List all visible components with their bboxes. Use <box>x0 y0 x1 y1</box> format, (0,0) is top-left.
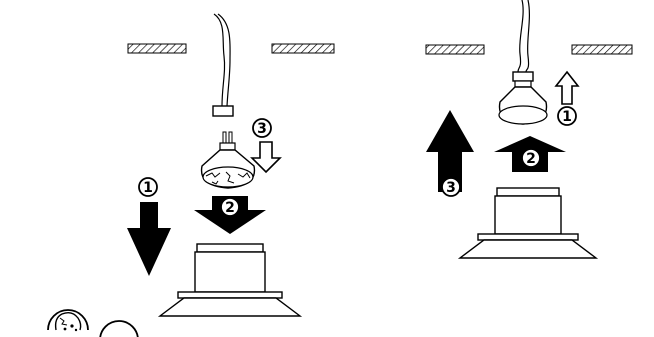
step-2-number: 2 <box>225 200 235 216</box>
supply-wires <box>213 13 231 107</box>
step-1-number: 1 <box>562 109 572 125</box>
step-2-number: 2 <box>526 151 536 167</box>
crack-lines <box>205 171 251 185</box>
step-2-badge: 2 <box>220 197 240 217</box>
step-3-badge: 3 <box>252 118 272 138</box>
step-3-up-arrow <box>426 110 474 192</box>
installation-panel: 1 3 2 <box>425 0 633 259</box>
step-3-number: 3 <box>446 180 456 196</box>
ceiling-right-segment <box>571 44 633 55</box>
step-1-badge: 1 <box>138 177 158 197</box>
no-touch-icon <box>99 320 139 337</box>
halogen-bulb <box>498 71 548 125</box>
step-1-up-arrow <box>554 70 580 105</box>
step-3-number: 3 <box>257 121 267 137</box>
step-1-down-arrow <box>127 202 171 276</box>
step-3-badge: 3 <box>441 177 461 197</box>
step-1-number: 1 <box>143 180 153 196</box>
bulb-pin <box>228 131 233 145</box>
ceiling-left-segment <box>425 44 485 55</box>
step-3-down-arrow <box>250 141 282 174</box>
fixture-housing <box>457 187 599 259</box>
step-1-badge: 1 <box>557 106 577 126</box>
fixture-housing <box>157 243 303 317</box>
ceiling-right-segment <box>271 43 335 54</box>
removal-panel: 3 1 2 <box>127 13 335 317</box>
halogen-bulb <box>200 131 256 189</box>
supply-wires <box>517 0 531 73</box>
ceiling-left-segment <box>127 43 187 54</box>
bulb-pin <box>222 131 227 145</box>
wire-connector <box>212 105 234 117</box>
step-2-badge: 2 <box>521 148 541 168</box>
cracked-bulb-icon <box>47 309 89 332</box>
